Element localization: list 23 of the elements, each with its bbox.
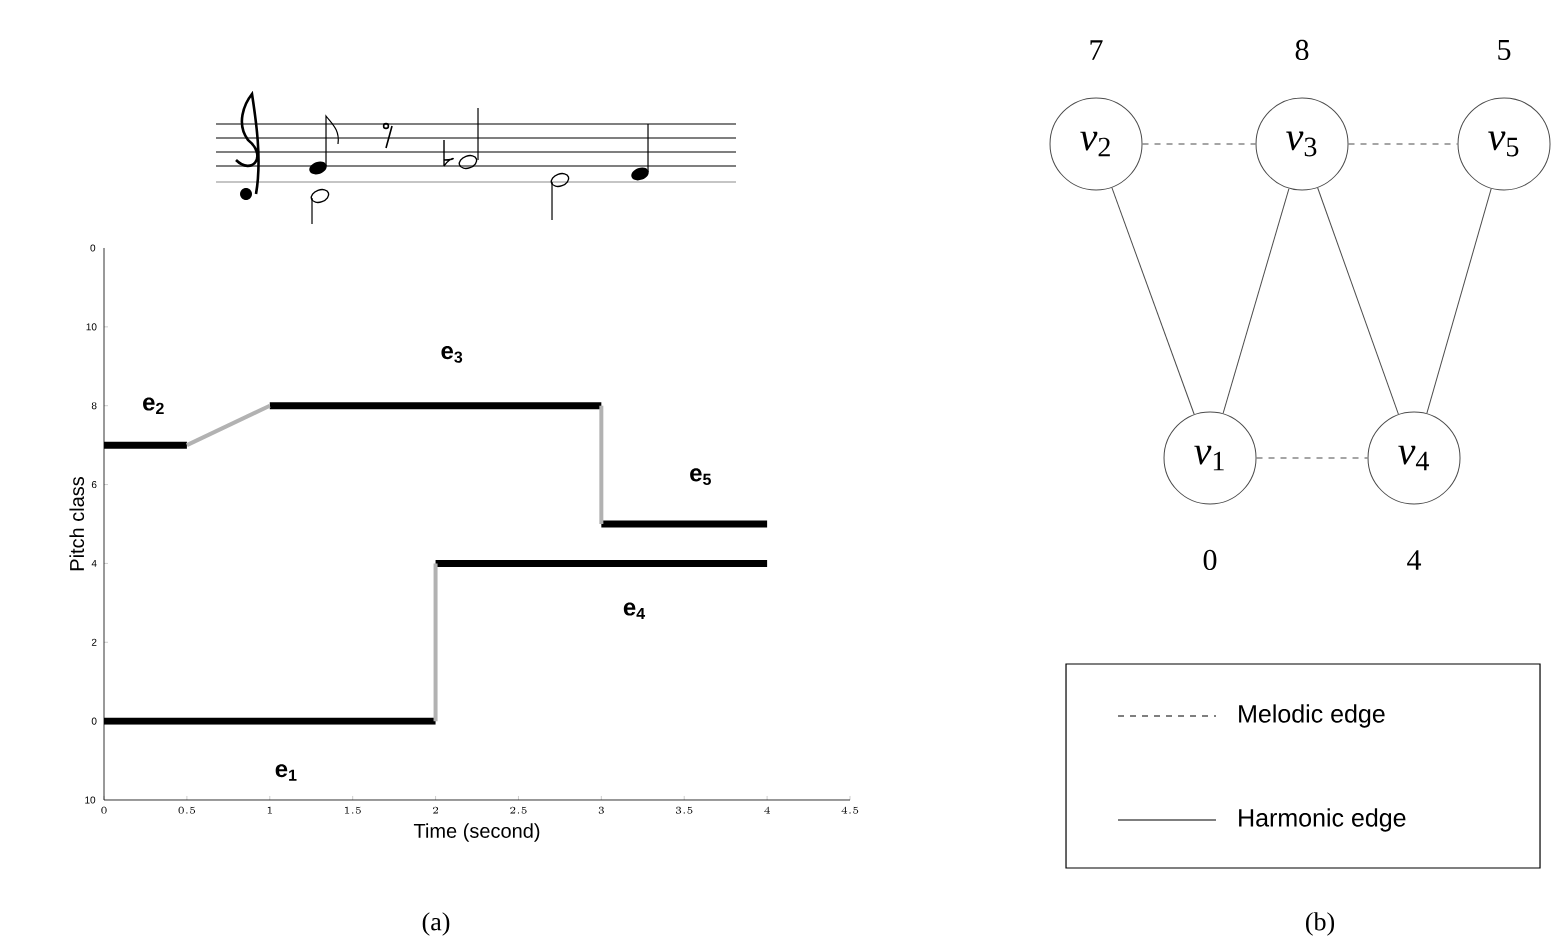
pitch-number: 7	[1090, 40, 1103, 60]
series-label: e$_{4}$	[623, 602, 646, 619]
legend-label: Melodic edge	[1239, 704, 1385, 728]
edge-line	[1111, 187, 1195, 415]
legend-label: Harmonic edge	[1239, 808, 1406, 832]
pitch-number: 8	[1295, 39, 1309, 61]
edge-line	[1426, 188, 1492, 414]
pitch-number: 0	[1203, 549, 1217, 571]
x-axis-title: Time (second)	[413, 823, 540, 842]
pitch-number: 5	[1498, 40, 1511, 60]
pitch-number: 4	[1407, 550, 1422, 570]
edge-line	[1317, 187, 1399, 415]
panel-label: (b)	[1306, 912, 1335, 936]
dashed-edge	[1256, 457, 1368, 459]
dashed-edge	[1142, 143, 1256, 145]
panel-label: (a)	[422, 912, 450, 936]
series-label: e$_{5}$	[690, 468, 711, 486]
series-label: e$_{2}$	[143, 397, 164, 414]
series-label: e$_{3}$	[441, 346, 463, 363]
edge-line	[1222, 188, 1290, 414]
series-label: e$_{1}$	[275, 764, 297, 781]
y-axis-title: Pitch class	[69, 476, 85, 571]
dashed-edge	[1348, 143, 1458, 145]
